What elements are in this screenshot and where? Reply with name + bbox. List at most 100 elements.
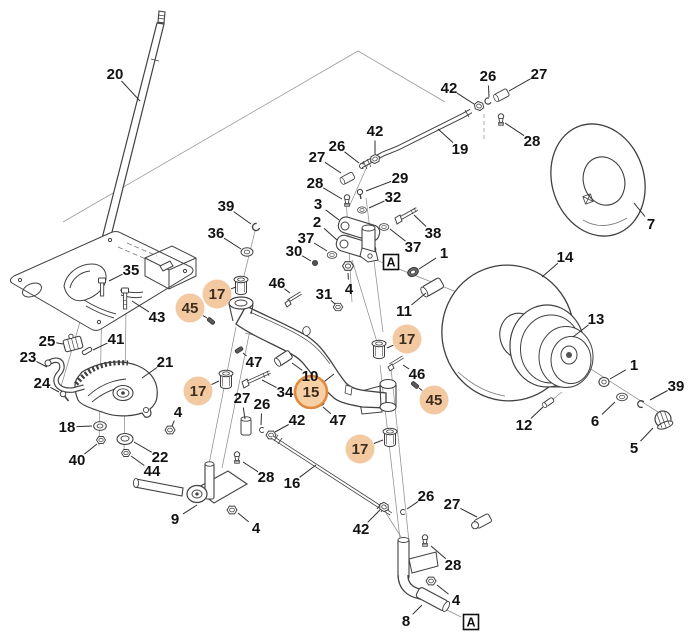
leader-line-35: [108, 273, 123, 282]
leader-line-46: [402, 364, 410, 370]
callout-20: 20: [107, 66, 124, 83]
callout-22: 22: [152, 449, 169, 466]
callout-27: 27: [444, 496, 461, 513]
callout-26: 26: [254, 396, 271, 413]
callout-2: 2: [313, 214, 321, 231]
leader-line-40: [84, 443, 98, 455]
callout-44: 44: [144, 463, 161, 480]
callout-13: 13: [588, 311, 605, 328]
leader-line-25: [56, 342, 64, 345]
steering-shaft-art: [93, 10, 166, 271]
leader-line-47: [242, 352, 247, 357]
leader-line-26: [344, 151, 360, 164]
callout-25: 25: [39, 333, 56, 350]
callout-47: 47: [246, 354, 263, 371]
callout-37: 37: [298, 230, 315, 247]
callout-28: 28: [307, 175, 324, 192]
callout-12: 12: [516, 417, 533, 434]
leader-line-44: [130, 455, 145, 466]
callout-27: 27: [309, 149, 326, 166]
leader-line-42: [274, 424, 289, 433]
leader-line-30: [301, 255, 312, 262]
callout-18: 18: [59, 419, 76, 436]
leader-line-21: [141, 366, 158, 379]
leader-line-15: [323, 373, 335, 383]
leader-line-19: [437, 128, 454, 143]
leader-line-45: [418, 387, 423, 391]
leader-line-31: [330, 300, 336, 305]
leader-line-10: [291, 362, 303, 371]
leader-line-39: [649, 390, 668, 401]
leader-line-14: [541, 262, 559, 278]
callout-17: 17: [190, 383, 207, 400]
callout-26: 26: [480, 68, 497, 85]
callout-26: 26: [329, 138, 346, 155]
callout-6: 6: [591, 413, 599, 430]
leader-line-37: [313, 242, 328, 252]
callout-26: 26: [418, 488, 435, 505]
callout-45: 45: [182, 300, 199, 317]
callout-21: 21: [157, 354, 174, 371]
callout-34: 34: [277, 384, 294, 401]
callout-43: 43: [149, 309, 166, 326]
callout-27: 27: [234, 390, 251, 407]
callout-42: 42: [367, 123, 384, 140]
callout-4: 4: [345, 281, 354, 298]
leader-line-18: [76, 425, 93, 428]
leader-line-11: [411, 292, 427, 306]
leader-line-4: [171, 420, 175, 427]
leader-line-28: [322, 187, 343, 200]
leader-line-26: [406, 500, 419, 510]
view-marker-A-2: A: [462, 613, 480, 631]
leader-line-39: [233, 211, 252, 225]
callout-4: 4: [452, 592, 461, 609]
callout-5: 5: [630, 440, 638, 457]
leader-line-17: [211, 380, 220, 386]
leader-line-28: [242, 461, 259, 473]
leader-line-27: [460, 507, 478, 518]
callout-42: 42: [441, 80, 458, 97]
leader-line-28: [430, 545, 447, 560]
leader-line-23: [36, 360, 48, 368]
leader-line-3: [325, 209, 340, 221]
callout-24: 24: [34, 375, 51, 392]
steering-arm-art: [132, 451, 249, 515]
callout-9: 9: [171, 511, 179, 528]
callout-30: 30: [286, 243, 303, 260]
wheel-assembly-art: [441, 264, 674, 430]
leader-line-29: [365, 180, 392, 192]
selected-part-circle-15: [293, 374, 329, 410]
callout-45: 45: [426, 392, 443, 409]
leader-line-38: [413, 214, 427, 227]
highlight-circle-17: [183, 376, 213, 406]
leader-line-43: [131, 300, 150, 313]
leader-line-32: [368, 200, 385, 209]
highlight-circles: [175, 279, 449, 464]
leader-line-17: [230, 286, 237, 290]
callout-4: 4: [252, 520, 261, 537]
leader-line-46: [284, 288, 291, 294]
leader-line-1: [418, 257, 437, 270]
callout-28: 28: [445, 557, 462, 574]
leader-lines: [36, 78, 668, 615]
leader-line-17: [373, 439, 384, 444]
leader-line-1: [609, 369, 627, 380]
callout-1: 1: [440, 245, 448, 262]
drag-link-art: [271, 434, 492, 586]
callout-41: 41: [108, 331, 125, 348]
callout-37: 37: [405, 239, 422, 256]
view-marker-letter: A: [466, 616, 475, 630]
view-marker-A-1: A: [382, 253, 400, 271]
callout-42: 42: [353, 521, 370, 538]
callout-47: 47: [330, 412, 347, 429]
view-marker-letter: A: [386, 256, 395, 270]
callout-28: 28: [258, 469, 275, 486]
callout-10: 10: [302, 368, 319, 385]
spindle-art: [397, 537, 451, 612]
leader-line-42: [367, 509, 381, 523]
callout-27: 27: [531, 66, 548, 83]
leader-line-16: [299, 464, 317, 478]
clevis-assembly-art: [240, 162, 418, 312]
